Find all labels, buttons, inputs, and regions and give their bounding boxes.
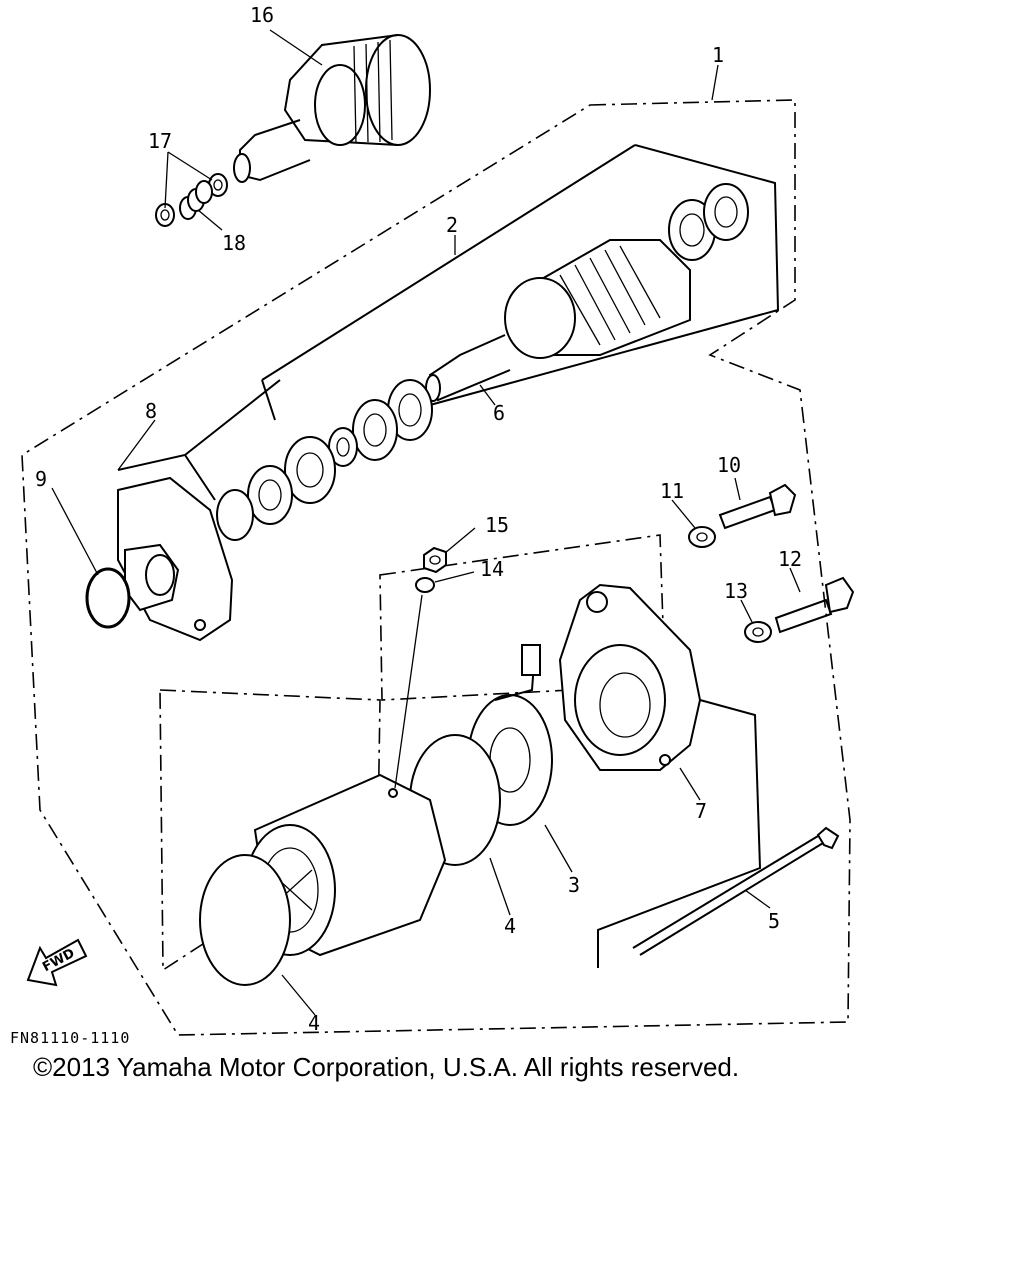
callout-16: 16 [250,3,274,27]
callout-7: 7 [695,799,707,823]
lock-washer-part-14 [415,577,435,593]
callout-17: 17 [148,129,172,153]
copyright-notice: ©2013 Yamaha Motor Corporation, U.S.A. A… [33,1052,740,1082]
forward-arrow-icon: FWD [26,938,88,987]
through-bolt-part-5 [632,826,840,956]
callout-3: 3 [568,873,580,897]
callout-13: 13 [724,579,748,603]
callout-4-middle: 4 [504,914,516,938]
o-ring-part-9 [85,567,131,629]
callout-4-front: 4 [308,1011,320,1035]
callout-18: 18 [222,231,246,255]
armature-part-6 [425,239,691,402]
armature-group-bracket [261,144,780,421]
leader-lines [51,29,801,1016]
bolt-part-12 [774,576,855,634]
bearing-left [284,436,336,504]
bearing-washer [247,465,293,525]
callout-5: 5 [768,909,780,933]
nut-part-15 [423,546,447,574]
spring-18 [179,180,213,220]
armature-washer-left-c [328,427,358,467]
callout-12: 12 [778,547,802,571]
armature-washer-left-b [352,399,398,461]
front-cover-part-8 [117,379,281,642]
callout-15: 15 [485,513,509,537]
callout-10: 10 [717,453,741,477]
gasket-part-4-front [199,854,291,986]
callout-2: 2 [446,213,458,237]
callout-14: 14 [480,557,504,581]
armature-washer-left-a [387,379,433,441]
callout-9: 9 [35,467,47,491]
washer-part-13 [744,621,772,643]
pinion-gear-part [233,34,431,183]
callout-11: 11 [660,479,684,503]
starting-motor-exploded-diagram: 16 1 17 18 2 6 8 9 10 11 15 12 14 13 7 3… [10,3,855,1047]
callout-1: 1 [712,43,724,67]
rear-cover-part-7 [558,583,762,968]
bolt-part-10 [718,483,797,530]
washer-17a [208,173,228,197]
washer-part-11 [688,526,716,548]
callout-6: 6 [493,401,505,425]
drawing-code: FN81110-1110 [10,1029,130,1047]
callout-8: 8 [145,399,157,423]
armature-washer-right-b [703,183,749,241]
